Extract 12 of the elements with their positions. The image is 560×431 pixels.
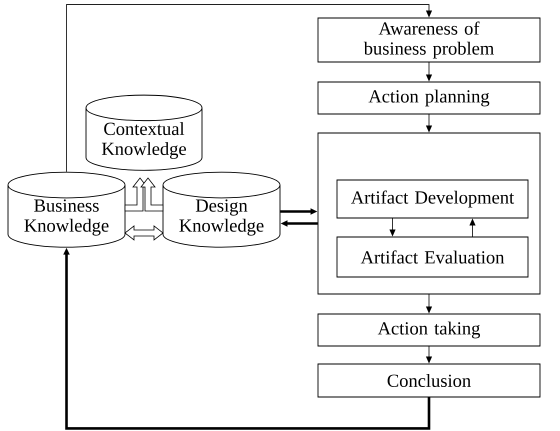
arrow [66, 4, 432, 172]
process-box: Artifact Development [336, 180, 528, 218]
process-box: Action planning [318, 82, 540, 114]
process-box: Conclusion [318, 364, 540, 398]
database-cylinder: Business Knowledge [8, 172, 126, 248]
process-box: Action taking [318, 314, 540, 346]
process-box: Artifact Evaluation [336, 236, 528, 278]
process-box: Awareness of business problem [318, 18, 540, 62]
database-cylinder: Contextual Knowledge [86, 94, 202, 171]
database-cylinder: Design Knowledge [162, 172, 280, 248]
block-arrow [140, 177, 164, 212]
container-box [318, 132, 540, 294]
